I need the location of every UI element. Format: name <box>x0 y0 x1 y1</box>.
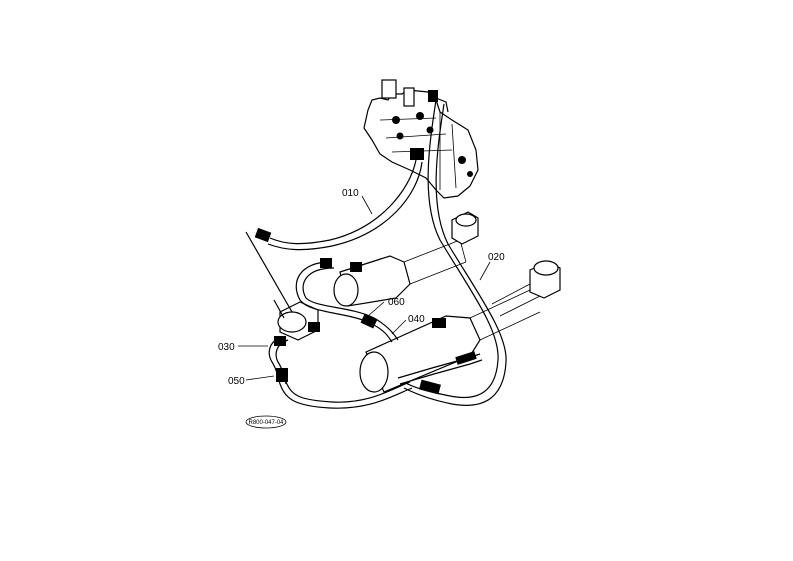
label-050: 050 <box>228 376 245 387</box>
upper-cylinder <box>333 239 467 307</box>
valve-port-lower <box>410 148 424 160</box>
valve-bolt-3 <box>396 132 404 140</box>
hose-010 <box>254 159 423 251</box>
hose-050-fitting <box>276 368 288 382</box>
pivot-boss-lower <box>491 260 561 317</box>
label-060: 060 <box>388 297 405 308</box>
valve-bolt-5 <box>458 156 466 164</box>
valve-fitting-top-mid <box>403 87 415 107</box>
hose-060-end-fitting <box>320 258 332 268</box>
leader-lines <box>238 195 491 381</box>
upper-cylinder-port <box>350 262 362 272</box>
control-valve <box>363 79 479 199</box>
hose-020-end-fitting <box>419 379 441 395</box>
tee-block <box>245 231 320 341</box>
valve-port-upper <box>428 90 438 102</box>
tee-port <box>308 322 320 332</box>
lower-cylinder-port <box>432 318 446 328</box>
label-020: 020 <box>488 252 505 263</box>
hose-040-fitting <box>455 351 477 365</box>
hose-050 <box>276 368 413 409</box>
lower-cylinder <box>359 289 541 393</box>
hose-020 <box>403 99 507 406</box>
hose-060 <box>295 258 399 343</box>
label-010: 010 <box>342 188 359 199</box>
hose-010-end-fitting <box>254 227 272 243</box>
pivot-boss-upper <box>451 211 479 245</box>
hose-040 <box>397 351 483 385</box>
reference-stamp: R800-047-04 <box>245 415 287 429</box>
label-040: 040 <box>408 314 425 325</box>
valve-bolt-2 <box>416 112 424 120</box>
hose-030-fitting <box>274 336 286 346</box>
valve-fitting-top-left <box>381 79 397 99</box>
label-030: 030 <box>218 342 235 353</box>
reference-code: R800-047-04 <box>248 420 284 426</box>
valve-bolt-6 <box>467 171 473 177</box>
valve-bolt-1 <box>392 116 400 124</box>
hose-060-mid-fitting <box>360 313 378 329</box>
